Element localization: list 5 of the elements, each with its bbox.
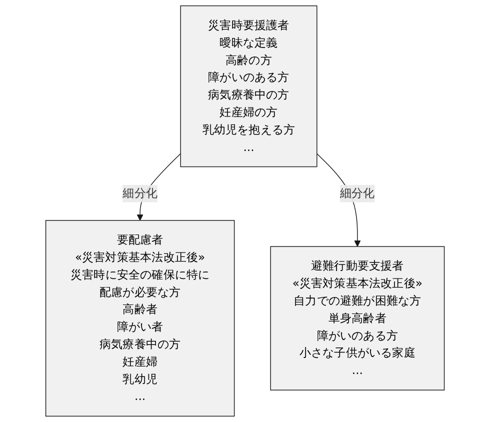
node-box: 避難行動要支援者 «災害対策基本法改正後» 自力での避難が困難な方 単身高齢者 障がいのある方 小さな子供がいる家庭 ... bbox=[270, 246, 446, 390]
edge-label: 細分化 bbox=[340, 186, 376, 200]
node-box: 災害時要援護者 曖昧な定義 高齢の方 障がいのある方 病気療養中の方 妊産婦の方 乳幼児を抱える方 ... bbox=[180, 5, 318, 168]
edge-label: 細分化 bbox=[123, 186, 158, 200]
node-box: 要配慮者 «災害対策基本法改正後» 災害時に安全の確保に特に配慮が必要な方 高齢者 障がい者 病気療養中の方 妊産婦 乳幼児 ... bbox=[46, 220, 236, 417]
